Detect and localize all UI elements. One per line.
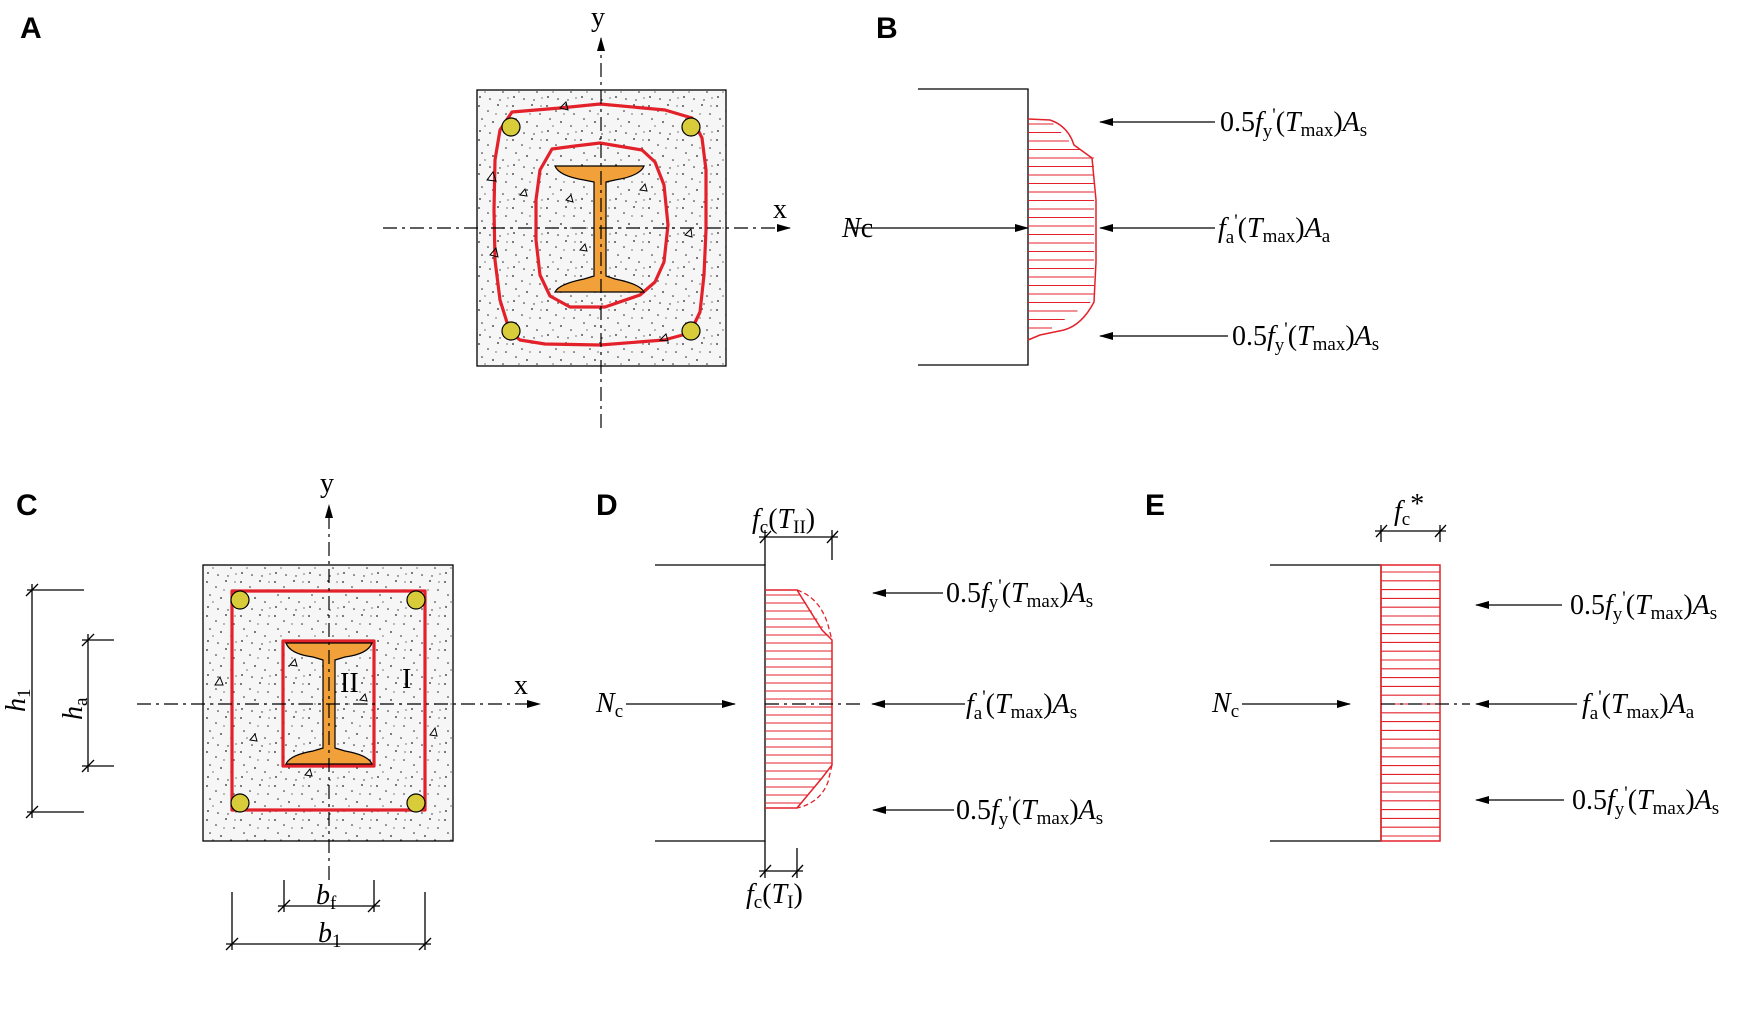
- inner-confined-boundary: [534, 141, 670, 309]
- region-i-label: I: [402, 664, 411, 695]
- stress-block-dashed-curve: [796, 589, 833, 809]
- steel-force-label: fa'(Tmax)Aa: [1218, 211, 1331, 248]
- rebar: [230, 793, 250, 813]
- rebar: [230, 590, 250, 610]
- rebar: [406, 793, 426, 813]
- rebar-force-top-label: 0.5fy'(Tmax)As: [1570, 588, 1717, 625]
- svg-text:bf: bf: [316, 880, 337, 914]
- stress-block: [1027, 118, 1097, 341]
- panel-b-stress: Nc 0.5fy'(Tmax)As fa'(Tmax)Aa 0.5fy'(Tma…: [841, 88, 1379, 366]
- panel-e-stress: fc* Nc 0.5fy'(Tmax)As fa'(Tmax)Aa 0.5fy'…: [1211, 489, 1719, 842]
- outer-confined-boundary: [492, 102, 708, 347]
- panel-c-section: x y II I h1 ha bf: [1, 468, 541, 952]
- rebar-force-top-label: 0.5fy'(Tmax)As: [946, 576, 1093, 613]
- aggregate-marks: [214, 101, 693, 777]
- rebar: [501, 117, 521, 137]
- stress-block: [1380, 564, 1441, 842]
- rebar-force-top-label: 0.5fy'(Tmax)As: [1220, 105, 1367, 142]
- svg-text:ha: ha: [58, 697, 92, 720]
- dimension-b1: b1: [225, 892, 432, 952]
- x-axis-label: x: [773, 194, 787, 225]
- fc-star-label: fc*: [1394, 489, 1424, 530]
- rebar-force-bottom-label: 0.5fy'(Tmax)As: [1572, 783, 1719, 820]
- rebar: [406, 590, 426, 610]
- nc-label: Nc: [1211, 688, 1239, 722]
- fc-t1-label: fc(TI): [746, 879, 803, 913]
- region-ii-label: II: [340, 668, 359, 699]
- svg-text:b1: b1: [318, 918, 342, 952]
- stress-block: [765, 589, 833, 809]
- dimension-h1: h1: [1, 583, 84, 819]
- rebar: [681, 117, 701, 137]
- panel-label-e: E: [1145, 489, 1165, 522]
- panel-label-c: C: [16, 489, 38, 522]
- rebar-force-bottom-label: 0.5fy'(Tmax)As: [956, 793, 1103, 830]
- panel-label-a: A: [20, 12, 42, 45]
- panel-d-stress: fc(TII) fc(TI) Nc 0.5fy'(Tmax)As fa'(Tma…: [595, 504, 1103, 913]
- y-axis-label: y: [591, 2, 605, 33]
- panel-a-section: x y: [383, 2, 791, 428]
- steel-force-label: fa'(Tmax)Aa: [1582, 687, 1695, 724]
- rebar: [501, 321, 521, 341]
- svg-text:h1: h1: [1, 689, 35, 713]
- nc-label: Nc: [595, 688, 623, 722]
- panel-label-d: D: [596, 489, 618, 522]
- rebar: [681, 321, 701, 341]
- fc-t2-label: fc(TII): [752, 504, 815, 538]
- steel-i-section: [554, 165, 645, 293]
- steel-force-label: fa'(Tmax)As: [966, 687, 1077, 724]
- nc-label: Nc: [841, 213, 873, 244]
- dimension-ha: ha: [58, 633, 114, 773]
- dimension-bf: bf: [277, 880, 381, 914]
- panel-label-b: B: [876, 12, 898, 45]
- rebar-force-bottom-label: 0.5fy'(Tmax)As: [1232, 319, 1379, 356]
- x-axis-label: x: [514, 670, 528, 701]
- y-axis-label: y: [320, 468, 334, 499]
